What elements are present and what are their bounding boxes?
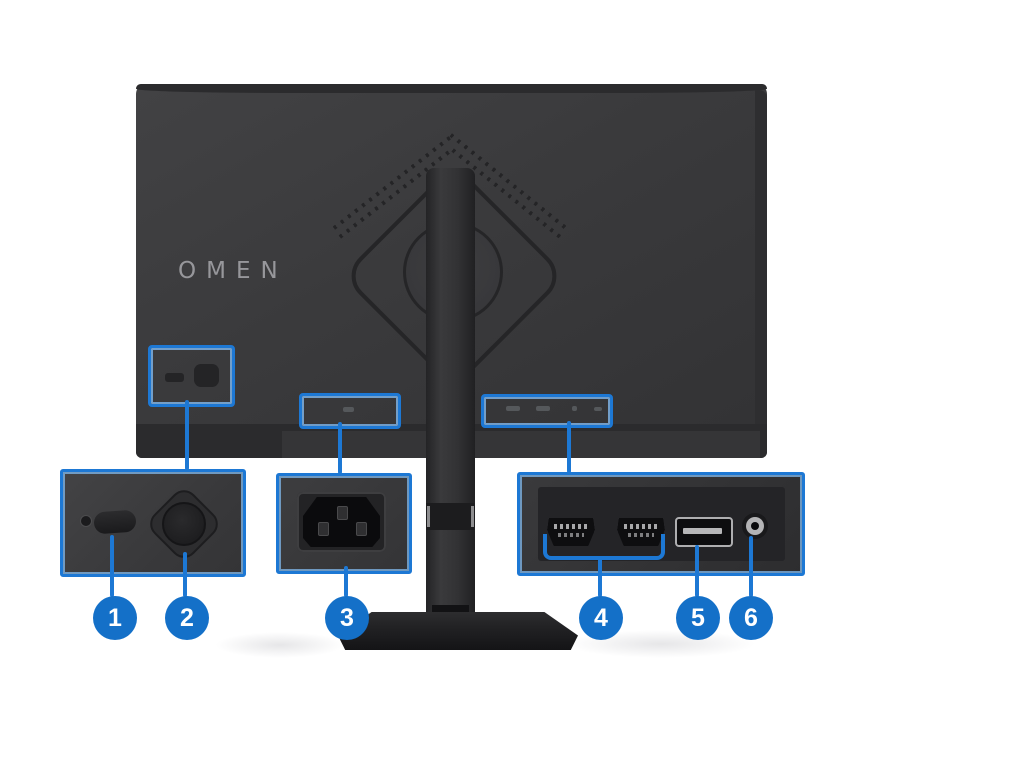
detail-box-controls <box>60 469 246 577</box>
detail-box-power <box>276 473 412 574</box>
power-button-mini-icon <box>165 373 184 382</box>
monitor-right-edge <box>755 90 767 454</box>
monitor-top-edge <box>136 84 767 93</box>
leader-line-controls <box>185 400 189 470</box>
hdmi2-contacts-row1 <box>624 524 658 529</box>
callout-4-number: 4 <box>594 603 608 632</box>
displayport-mini-icon <box>572 406 577 411</box>
leader-line-5 <box>695 545 699 597</box>
leader-line-power <box>338 422 342 474</box>
callout-2-number: 2 <box>180 603 194 632</box>
callout-3: 3 <box>325 596 369 640</box>
hdmi-pair-bracket <box>543 534 665 560</box>
joystick-mini-icon <box>194 364 219 387</box>
stand-base-notch <box>432 605 469 615</box>
floor-shadow-left <box>215 632 345 658</box>
hdmi2-mini-icon <box>536 406 550 411</box>
stand-column <box>426 168 475 648</box>
power-connector-mini-icon <box>343 407 354 412</box>
callout-1-number: 1 <box>108 603 122 632</box>
detail-box-ports <box>517 472 805 576</box>
hdmi2-contacts-row2 <box>628 533 654 537</box>
leader-line-6 <box>749 536 753 597</box>
leader-line-3 <box>344 566 348 597</box>
leader-line-2 <box>183 552 187 597</box>
leader-line-4 <box>598 556 602 597</box>
callout-2: 2 <box>165 596 209 640</box>
power-pin-left <box>318 522 329 536</box>
power-pin-top <box>337 506 348 520</box>
callout-4: 4 <box>579 596 623 640</box>
displayport-tongue <box>683 528 722 534</box>
leader-line-1 <box>110 535 114 597</box>
audio-jack-mini-icon <box>594 407 602 411</box>
hdmi1-mini-icon <box>506 406 520 411</box>
leader-line-ports <box>567 421 571 473</box>
highlight-box-power <box>299 393 401 429</box>
callout-3-number: 3 <box>340 603 354 632</box>
power-connector-icon <box>303 497 380 547</box>
stand-clip-highlight-right <box>471 506 474 527</box>
power-button-icon <box>93 509 137 535</box>
highlight-box-controls <box>148 345 235 407</box>
hdmi1-contacts-row1 <box>554 524 588 529</box>
omen-logo: OMEN <box>178 258 288 284</box>
power-light-icon <box>80 515 92 527</box>
monitor-port-recess <box>282 431 760 458</box>
callout-5: 5 <box>676 596 720 640</box>
joystick-button-icon <box>162 502 206 546</box>
stand-cable-clip <box>426 503 475 530</box>
highlight-box-ports <box>481 394 613 428</box>
power-pin-right <box>356 522 367 536</box>
stand-base <box>338 612 578 650</box>
callout-1: 1 <box>93 596 137 640</box>
callout-5-number: 5 <box>691 603 705 632</box>
audio-jack-hole <box>751 522 759 530</box>
callout-6-number: 6 <box>744 603 758 632</box>
stand-clip-highlight-left <box>427 506 430 527</box>
hdmi-port-1-icon <box>547 518 595 546</box>
callout-6: 6 <box>729 596 773 640</box>
hdmi1-contacts-row2 <box>558 533 584 537</box>
